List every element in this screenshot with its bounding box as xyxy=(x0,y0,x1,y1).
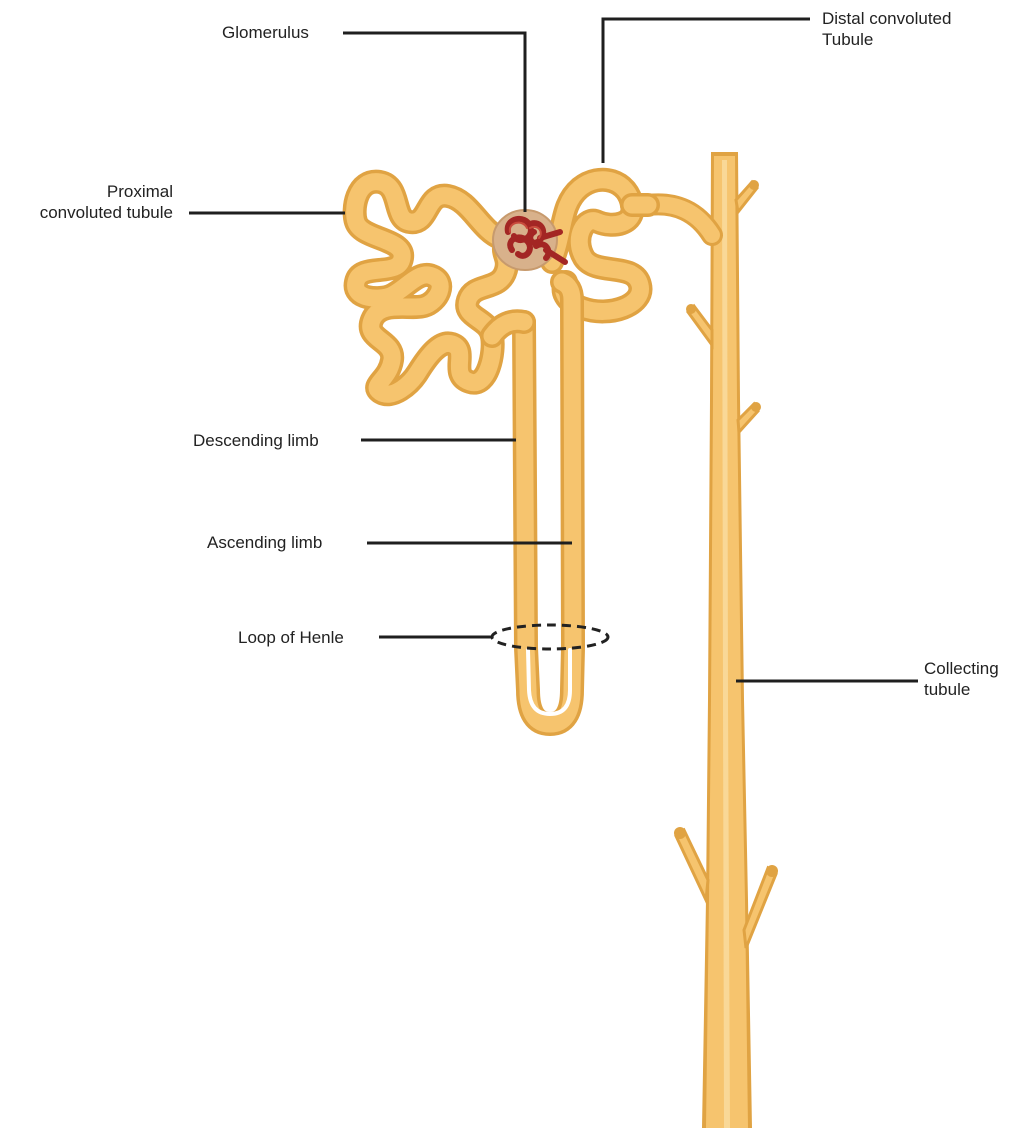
loop-of-henle-label: Loop of Henle xyxy=(238,627,344,648)
ascending-limb-label: Ascending limb xyxy=(207,532,322,553)
leader-lines xyxy=(189,19,918,681)
distal-convoluted-tubule-label: Distal convoluted Tubule xyxy=(822,8,951,50)
collecting-tubule-label: Collecting tubule xyxy=(924,658,999,700)
collecting-tubule xyxy=(648,152,778,1128)
proximal-convoluted-tubule xyxy=(355,182,524,395)
loop-of-henle-marker xyxy=(492,625,608,649)
proximal-convoluted-tubule-label: Proximal convoluted tubule xyxy=(40,181,173,223)
loop-of-henle xyxy=(524,282,573,724)
glomerulus-label: Glomerulus xyxy=(222,22,309,43)
descending-limb-label: Descending limb xyxy=(193,430,319,451)
distal-leader xyxy=(603,19,810,163)
